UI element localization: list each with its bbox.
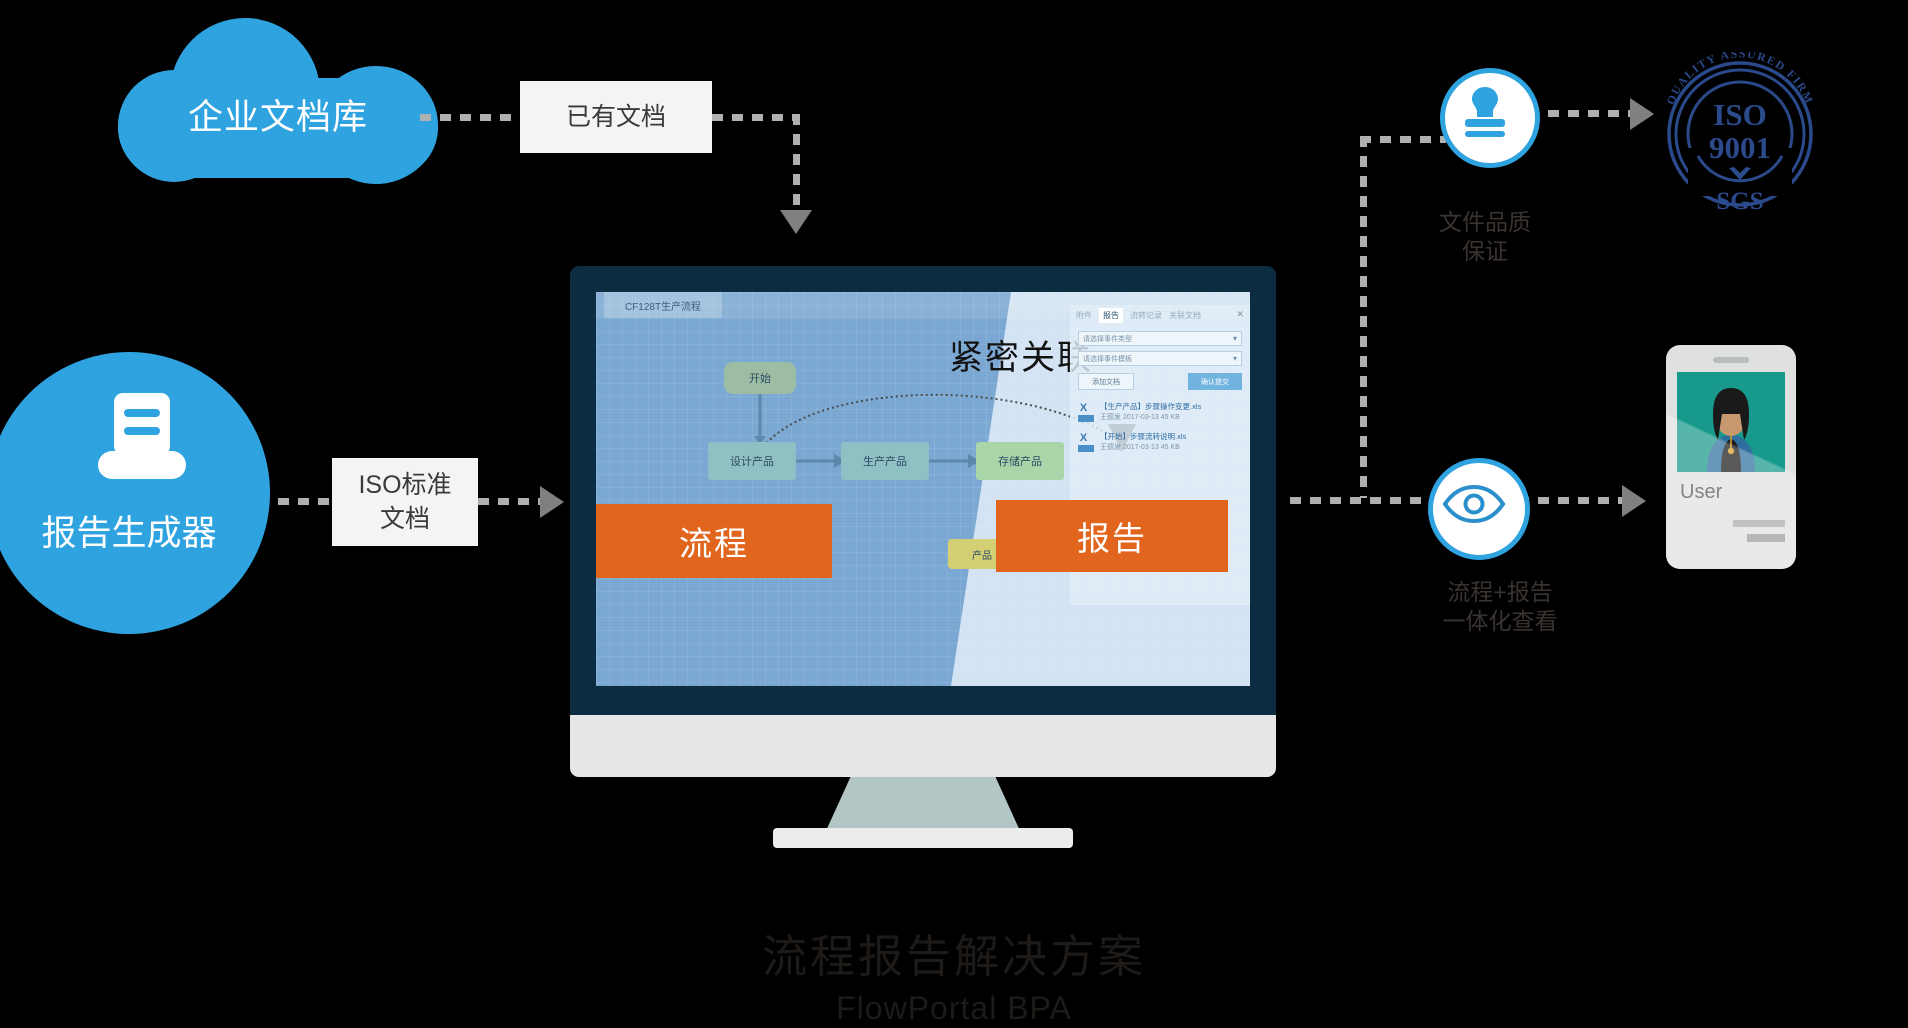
phone-line-1 (1733, 520, 1785, 527)
file-meta: 王德发 2017-03-13 45 KB (1100, 444, 1180, 451)
panel-tab-list[interactable]: 附件 报告 流转记录 关联文档 (1070, 305, 1250, 325)
chevron-down-icon: ▾ (1232, 334, 1237, 343)
integrated-view-label: 流程+报告 一体化查看 (1385, 578, 1615, 636)
phone-speaker (1713, 357, 1749, 363)
arrowhead-right-to-monitor (540, 486, 564, 518)
user-avatar (1677, 372, 1785, 472)
svg-text:9001: 9001 (1709, 130, 1771, 165)
file-name: 【开始】步骤流转说明.xls (1100, 432, 1187, 441)
excel-icon: X (1079, 402, 1088, 414)
iso-label-line1: ISO标准 (358, 471, 452, 499)
panel-tab-report[interactable]: 报告 (1099, 307, 1123, 323)
arrowhead-to-phone (1622, 485, 1646, 517)
flow-node-design[interactable]: 设计产品 (708, 442, 796, 480)
desktop-monitor: CF128T生产流程 开始 设计产品 生产产品 存储产品 产品 紧密关联 (570, 266, 1276, 848)
cloud-body (118, 78, 438, 178)
existing-document-label: 已有文档 (520, 81, 712, 153)
iso-seal-icon: QUALITY ASSURED FIRM ISO 9001 SGS (1650, 48, 1830, 217)
page-title: 流程报告解决方案 (761, 931, 1146, 982)
event-type-select[interactable]: 请选择事件类型 ▾ (1078, 331, 1242, 346)
enterprise-document-cloud[interactable]: 企业文档库 (118, 18, 438, 184)
confirm-submit-label: 确认提交 (1201, 378, 1229, 386)
monitor-base (773, 828, 1073, 848)
mobile-phone-icon[interactable]: User (1666, 345, 1796, 569)
panel-tab-attachment[interactable]: 附件 (1076, 310, 1092, 320)
connector-label-to-monitor (478, 498, 542, 505)
flow-node-produce[interactable]: 生产产品 (841, 442, 929, 480)
add-document-button[interactable]: 添加文档 (1078, 373, 1134, 390)
report-generator-label: 报告生成器 (41, 514, 217, 553)
file-name: 【生产产品】步骤操作变更.xls (1100, 402, 1202, 411)
monitor-screen[interactable]: CF128T生产流程 开始 设计产品 生产产品 存储产品 产品 紧密关联 (596, 292, 1250, 686)
phone-gloss (1666, 345, 1796, 569)
connector-branch-to-quality (1360, 136, 1446, 143)
connector-label-to-corner (712, 114, 800, 121)
event-template-select[interactable]: 请选择事件模板 ▾ (1078, 351, 1242, 366)
arrowhead-down-to-monitor (780, 210, 812, 234)
file-meta: 王德发 2017-03-13 45 KB (1100, 414, 1180, 421)
connector-viewer-to-phone (1518, 497, 1628, 504)
connector-monitor-to-viewer (1290, 497, 1430, 504)
phone-user-label: User (1680, 481, 1722, 504)
app-tab-process[interactable]: CF128T生产流程 (604, 292, 722, 318)
connector-corner-down (793, 114, 800, 214)
stamp-icon (1465, 87, 1505, 137)
panel-close-icon[interactable]: ✕ (1236, 309, 1244, 319)
existing-document-text: 已有文档 (565, 103, 666, 131)
cloud-label: 企业文档库 (187, 98, 368, 137)
quality-label-line2: 保证 (1462, 238, 1508, 264)
svg-text:SGS: SGS (1716, 188, 1763, 215)
quality-label: 文件品质 保证 (1405, 208, 1565, 266)
quality-assurance-node[interactable] (1440, 68, 1540, 168)
integrated-view-node[interactable] (1428, 458, 1530, 560)
connector-viewer-branch-up (1360, 136, 1367, 498)
viewer-label-line1: 流程+报告 (1447, 579, 1553, 605)
file-type-badge (1078, 415, 1094, 422)
iso-label-line2: 文档 (379, 505, 430, 533)
iso-standard-document-label: ISO标准 文档 (332, 458, 478, 546)
flow-node-start[interactable]: 开始 (724, 362, 796, 394)
arrowhead-to-seal (1630, 98, 1654, 130)
event-template-value: 请选择事件模板 (1083, 355, 1132, 363)
eye-icon (1442, 484, 1506, 524)
overlay-report-callout: 报告 (996, 500, 1228, 572)
confirm-submit-button[interactable]: 确认提交 (1188, 373, 1242, 390)
panel-tab-history[interactable]: 流转记录 (1130, 310, 1162, 320)
chevron-down-icon: ▾ (1232, 354, 1237, 363)
file-list-item[interactable]: X 【生产产品】步骤操作变更.xls 王德发 2017-03-13 45 KB (1078, 401, 1248, 427)
phone-line-2 (1747, 534, 1785, 542)
screen-canvas-left (596, 292, 986, 686)
add-document-label: 添加文档 (1092, 378, 1120, 386)
connector-quality-to-seal (1528, 110, 1634, 117)
overlay-flow-callout: 流程 (596, 504, 832, 578)
excel-icon: X (1079, 432, 1088, 444)
report-document-icon (92, 393, 192, 485)
flow-node-store[interactable]: 存储产品 (976, 442, 1064, 480)
file-list-item[interactable]: X 【开始】步骤流转说明.xls 王德发 2017-03-13 45 KB (1078, 431, 1248, 457)
event-type-value: 请选择事件类型 (1083, 335, 1132, 343)
relation-label: 紧密关联 (949, 339, 1093, 377)
file-type-badge (1078, 445, 1094, 452)
page-subtitle: FlowPortal BPA (836, 990, 1072, 1026)
connector-cloud-to-label (420, 114, 526, 121)
svg-text:ISO: ISO (1713, 97, 1766, 132)
viewer-label-line2: 一体化查看 (1442, 608, 1558, 634)
quality-label-line1: 文件品质 (1439, 209, 1531, 235)
panel-tab-related-docs[interactable]: 关联文档 (1169, 310, 1201, 320)
monitor-stand (825, 777, 1021, 833)
monitor-chin (570, 715, 1276, 777)
connector-generator-to-label (278, 498, 338, 505)
